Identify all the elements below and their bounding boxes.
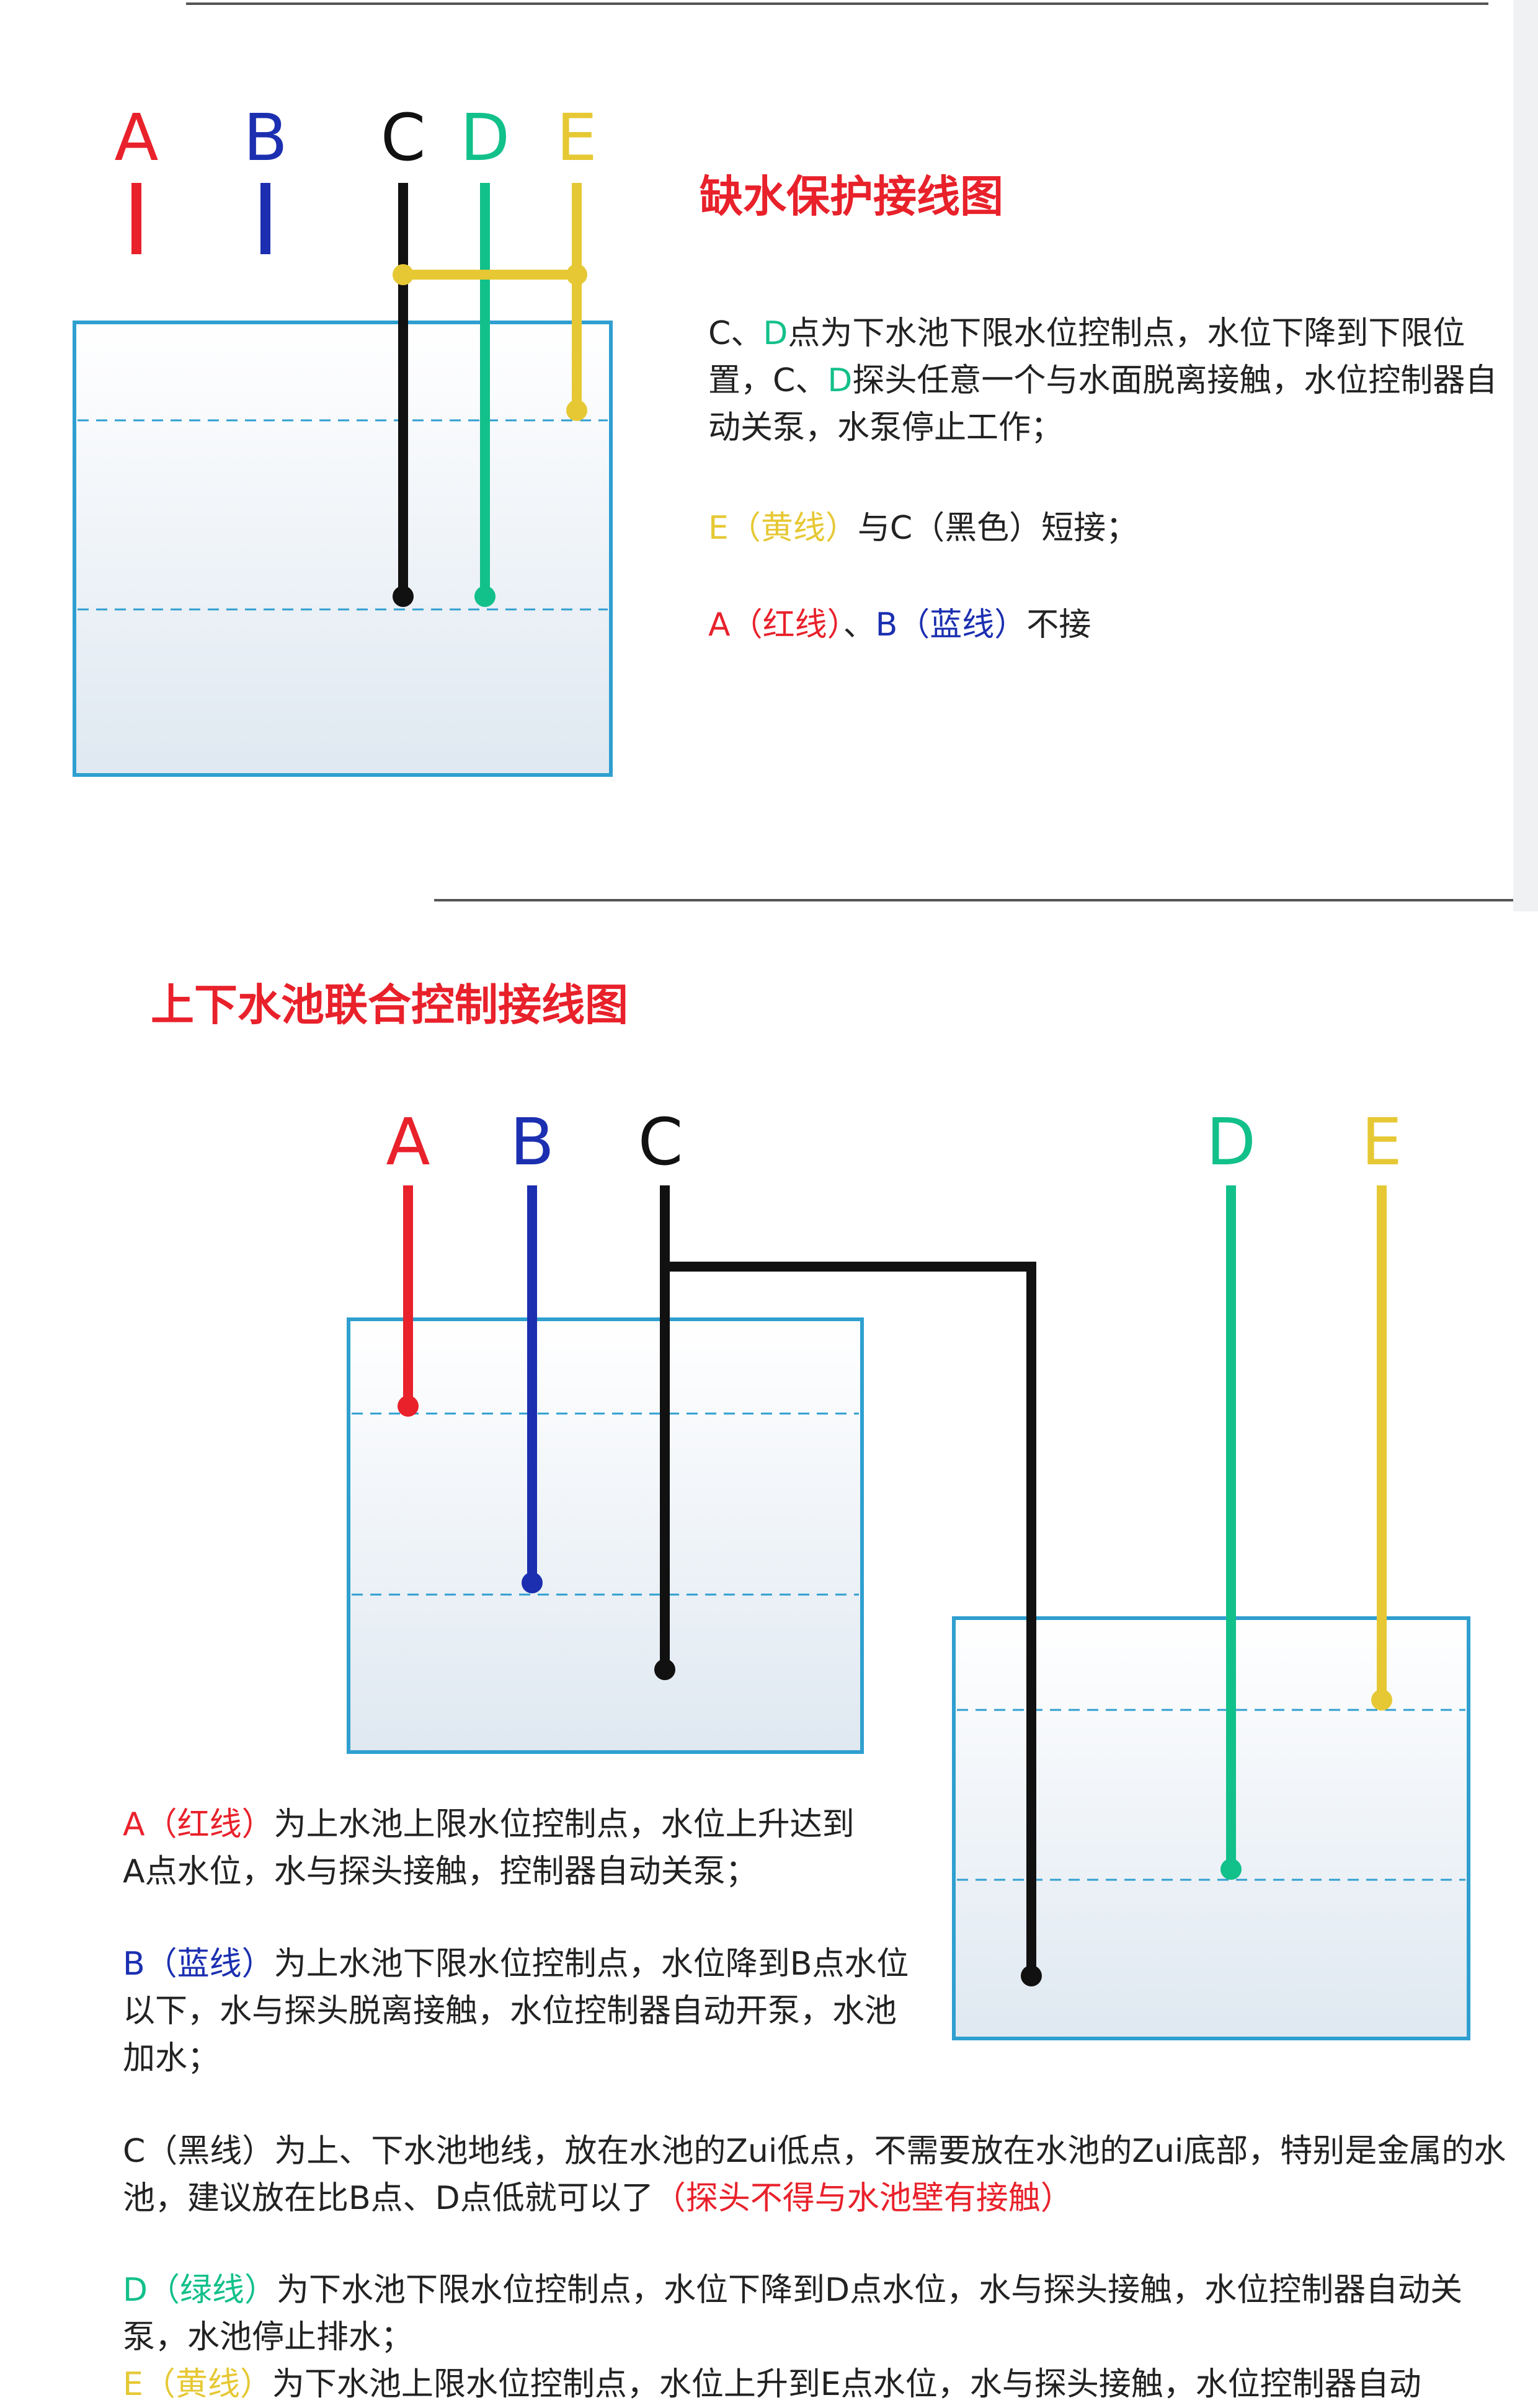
section1-tank: [73, 321, 613, 777]
section2-diagram: A B C D E: [347, 1104, 1470, 2040]
desc-a-label: A（红线）: [708, 606, 843, 644]
section2-title: 上下水池联合控制接线图: [151, 980, 628, 1030]
probe-d-green: [474, 586, 496, 607]
section2-desc-a: A（红线）为上水池上限水位控制点，水位上升达到A点水位，水与探头接触，控制器自动…: [123, 1801, 873, 1895]
section2-desc-b: B（蓝线）为上水池下限水位控制点，水位降到B点水位以下，水与探头脱离接触，水位控…: [123, 1941, 910, 2082]
section1-desc-p3: A（红线）、B（蓝线）不接: [708, 601, 1514, 648]
desc-sep: 、: [731, 315, 763, 352]
section2-desc-c: C（黑线）为上、下水池地线，放在水池的Zui低点，不需要放在水池的Zui底部，特…: [123, 2128, 1524, 2222]
desc-c2: C: [773, 362, 796, 399]
section2-label-a: A: [386, 1104, 430, 1180]
desc-text1: 点为下水池下限水位控制点，水位下降到下限位置，: [708, 315, 1465, 399]
section2-label-d: D: [1206, 1104, 1256, 1180]
desc2-a-label: A（红线）: [123, 1806, 274, 1843]
section1-label-c: C: [381, 100, 426, 175]
desc2-b-label: B（蓝线）: [123, 1945, 274, 1983]
probe2-d-green: [1220, 1859, 1242, 1880]
desc2-d-label: D（绿线）: [123, 2272, 277, 2309]
section1-label-b: B: [243, 100, 287, 175]
probe2-b-blue: [522, 1572, 543, 1593]
desc-b-label: B（蓝线）: [875, 606, 1027, 644]
desc2-c-label: C（黑线）: [123, 2133, 275, 2170]
desc-ab-sep: 、: [843, 606, 876, 644]
section1-desc-p2: E（黄线）与C（黑色）短接；: [708, 505, 1514, 552]
upper-tank: [347, 1317, 864, 1754]
section2-label-b: B: [510, 1104, 554, 1180]
section1-desc-p1: C、D点为下水池下限水位控制点，水位下降到下限位置，C、D探头任意一个与水面脱离…: [708, 310, 1514, 451]
section1-label-d: D: [460, 100, 510, 175]
probe2-a-red: [398, 1396, 419, 1417]
desc-e-text: 与C（黑色）短接；: [857, 510, 1139, 547]
section2-desc-d: D（绿线）为下水池下限水位控制点，水位下降到D点水位，水与探头接触，水位控制器自…: [123, 2267, 1524, 2361]
section1-title: 缺水保护接线图: [700, 171, 1003, 222]
desc2-c-warning: （探头不得与水池壁有接触）: [653, 2180, 1073, 2217]
desc2-e-text: 为下水池上限水位控制点，水位上升到E点水位，水与探头接触，水位控制器自动: [272, 2366, 1421, 2403]
section1-diagram: A B C D E: [73, 100, 613, 777]
desc-d: D: [763, 315, 788, 352]
desc-ab-text: 不接: [1026, 606, 1091, 644]
desc2-e-label: E（黄线）: [123, 2366, 272, 2403]
section2-label-c: C: [638, 1104, 683, 1180]
probe2-c-black-upper: [654, 1659, 675, 1680]
desc2-a-text: 为上水池上限水位控制点，水位上升达到A点水位，水与探头接触，控制器自动关泵；: [123, 1806, 855, 1890]
desc2-d-text: 为下水池下限水位控制点，水位下降到D点水位，水与探头接触，水位控制器自动关泵，水…: [123, 2272, 1463, 2356]
right-edge-shade: [1513, 0, 1538, 911]
probe-e-yellow: [566, 400, 587, 421]
section2-label-e: E: [1361, 1104, 1402, 1180]
probe2-c-black-lower: [1021, 1965, 1042, 1986]
desc-text2: 探头任意一个与水面脱离接触，水位控制器自动关泵，水泵停止工作；: [708, 362, 1498, 446]
desc-e-label: E（黄线）: [708, 510, 858, 547]
desc2-c-text: 为上、下水池地线，放在水池的Zui低点，不需要放在水池的Zui底部，特别是金属的…: [123, 2133, 1506, 2217]
desc-sep2: 、: [795, 362, 828, 399]
jumper-node-e: [566, 264, 587, 285]
desc-d2: D: [827, 362, 853, 399]
section1-label-e: E: [556, 100, 597, 175]
probe-c-black: [393, 586, 414, 607]
section2-desc-e: E（黄线）为下水池上限水位控制点，水位上升到E点水位，水与探头接触，水位控制器自…: [123, 2361, 1524, 2408]
desc2-b-text: 为上水池下限水位控制点，水位降到B点水位以下，水与探头脱离接触，水位控制器自动开…: [123, 1945, 909, 2077]
jumper-node-c: [393, 264, 414, 285]
probe2-e-yellow: [1371, 1689, 1392, 1711]
desc-c: C: [708, 315, 731, 352]
wire2-c-black-branch: [665, 1262, 1036, 1976]
section1-label-a: A: [114, 100, 158, 175]
